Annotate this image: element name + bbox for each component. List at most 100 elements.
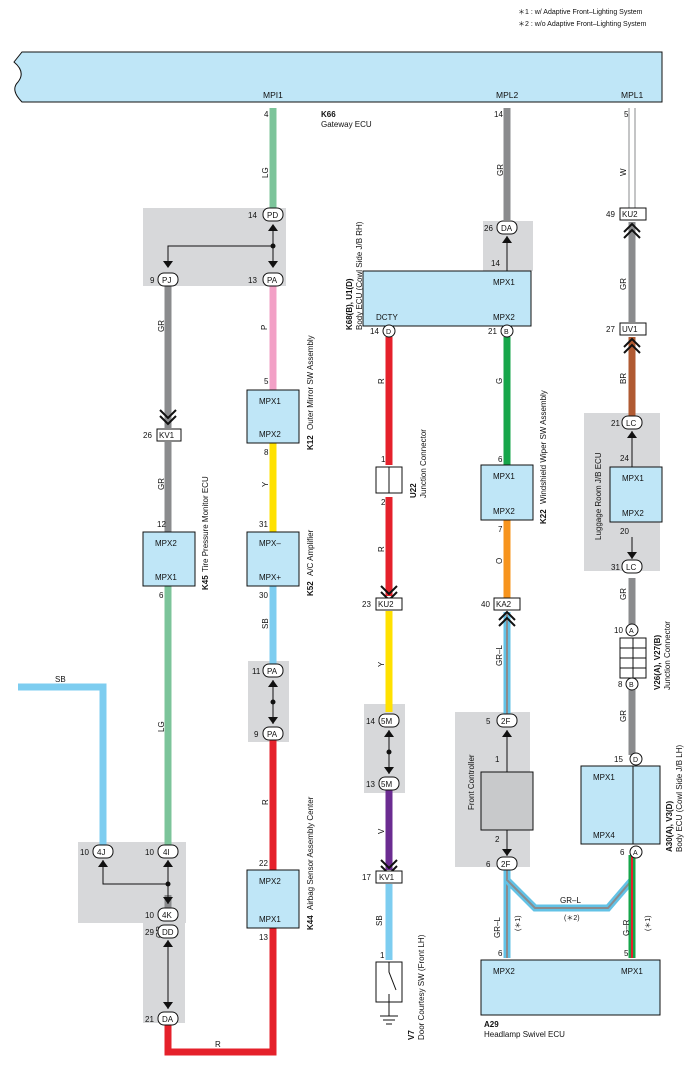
connector-5m-2 xyxy=(378,776,400,791)
wire-label-r4: R xyxy=(215,1040,221,1049)
gateway-pin-num-4: 4 xyxy=(264,110,269,119)
connector-4j xyxy=(92,844,114,859)
connector-2f-bottom-label: 2F xyxy=(501,860,510,869)
wiper-box xyxy=(480,464,534,521)
mirror-code: K12 xyxy=(306,435,315,450)
body-ecu-rh-pin-21: 21 xyxy=(488,327,497,336)
body-ecu-rh-code: K68(B), U1(D) xyxy=(345,278,354,330)
wire-label-sb2: SB xyxy=(375,915,384,926)
wire-label-r1: R xyxy=(261,799,270,805)
tpms-pin-12: 12 xyxy=(157,520,166,529)
v26-name: Junction Connector xyxy=(663,621,672,690)
connector-kv1-left-label: KV1 xyxy=(159,431,175,440)
body-ecu-lh-pin-15: 15 xyxy=(614,755,623,764)
splice-dd-arrows xyxy=(163,940,173,1009)
body-ecu-lh-pin-6: 6 xyxy=(620,848,625,857)
connector-pj-label: PJ xyxy=(162,276,171,285)
gateway-ecu-box xyxy=(13,51,663,103)
pin-10b: 10 xyxy=(145,848,154,857)
v26-grid xyxy=(620,638,646,678)
wiper-code: K22 xyxy=(539,509,548,524)
wire-r-loop xyxy=(164,928,277,1056)
body-ecu-lh-pin-a-label: A xyxy=(633,850,638,857)
wire-label-r3: R xyxy=(377,546,386,552)
connector-lc-bottom xyxy=(621,559,643,574)
tpms-name: Tire Pressure Monitor ECU xyxy=(201,476,210,572)
connector-da-bottom xyxy=(157,1011,179,1026)
wiper-mpx1: MPX1 xyxy=(493,472,515,481)
v26-pin-a xyxy=(625,623,639,637)
pin-29: 29 xyxy=(145,928,154,937)
connector-kv1-mid xyxy=(375,870,403,884)
tpms-pin-6: 6 xyxy=(159,591,164,600)
door-pin-1: 1 xyxy=(380,951,385,960)
connector-ku2-right-label: KU2 xyxy=(622,210,638,219)
ac-code: K52 xyxy=(306,581,315,596)
body-ecu-lh-code: A30(A), V3(D) xyxy=(665,801,674,852)
u22-pin-1: 1 xyxy=(381,455,386,464)
wire-label-grl2: GR–L xyxy=(493,917,502,938)
ac-pin-31: 31 xyxy=(259,520,268,529)
uv1-arrow xyxy=(623,337,641,354)
tpms-mpx1: MPX1 xyxy=(155,573,177,582)
pin-31a: 31 xyxy=(611,563,620,572)
da-top-arrow xyxy=(502,236,512,243)
gateway-pin-mpl2: MPL2 xyxy=(496,90,518,100)
note-1: ＊1 : w/ Adaptive Front–Lighting System xyxy=(518,9,643,16)
connector-ku2-mid-label: KU2 xyxy=(378,600,394,609)
wire-label-sb1: SB xyxy=(261,618,270,629)
body-ecu-rh-pin-b xyxy=(500,324,514,338)
body-ecu-rh-pin-d xyxy=(382,324,396,338)
connector-2f-bottom xyxy=(496,856,518,871)
lc-top-arrow xyxy=(627,431,637,438)
connector-pa-2 xyxy=(262,663,284,678)
body-ecu-rh-pin-14: 14 xyxy=(370,327,379,336)
splice-dot-5m xyxy=(386,749,392,755)
connector-2f-top-label: 2F xyxy=(501,717,510,726)
wire-label-r2: R xyxy=(377,378,386,384)
v26-pin-b xyxy=(625,677,639,691)
ac-name: A/C Amplifier xyxy=(306,529,315,576)
body-ecu-lh-name: Body ECU (Cowl Side J/B LH) xyxy=(675,745,684,852)
ac-pin-30: 30 xyxy=(259,591,268,600)
pin-26b: 26 xyxy=(484,224,493,233)
kv1-left-arrow xyxy=(159,409,177,426)
body-ecu-rh-mpx2: MPX2 xyxy=(493,313,515,322)
body-ecu-rh-name: Body ECU (Cowl Side J/B RH) xyxy=(355,221,364,330)
front-ctrl-name: Front Controller xyxy=(467,754,476,810)
airbag-name: Airbag Sensor Assembly Center xyxy=(306,796,315,910)
connector-5m-1-label: 5M xyxy=(381,717,392,726)
airbag-box xyxy=(246,869,300,929)
door-code: V7 xyxy=(407,1030,416,1040)
splice-dot-4j xyxy=(165,881,171,887)
airbag-mpx1: MPX1 xyxy=(259,915,281,924)
connector-dd xyxy=(157,924,179,939)
airbag-code: K44 xyxy=(306,915,315,930)
connector-lc-top xyxy=(621,415,643,430)
u22-name: Junction Connector xyxy=(419,429,428,498)
pin-17: 17 xyxy=(362,873,371,882)
wire-label-g: G xyxy=(495,378,504,384)
headlamp-code: A29 xyxy=(484,1020,499,1029)
body-ecu-lh-pin-d xyxy=(629,752,643,766)
connector-ka2 xyxy=(493,597,521,611)
wire-label-v: V xyxy=(377,828,386,834)
gateway-pin-mpl1: MPL1 xyxy=(621,90,643,100)
pin-14a: 14 xyxy=(248,211,257,220)
wiper-mpx2: MPX2 xyxy=(493,507,515,516)
pin-21a: 21 xyxy=(611,419,620,428)
connector-da-bottom-label: DA xyxy=(162,1015,174,1024)
front-ctrl-box xyxy=(480,771,534,831)
pin-6a: 6 xyxy=(486,860,491,869)
wire-label-gr3: GR xyxy=(619,278,628,290)
gateway-code: K66 xyxy=(321,110,336,119)
splice-dot-pd xyxy=(270,243,276,249)
headlamp-pin-5: 5 xyxy=(624,949,629,958)
wire-label-gr6: GR xyxy=(619,710,628,722)
connector-da-top xyxy=(496,220,518,235)
front-ctrl-pin-2: 2 xyxy=(495,835,500,844)
wire-label-sb3: SB xyxy=(55,675,66,684)
pin-14b: 14 xyxy=(491,259,500,268)
pin-13b: 13 xyxy=(366,780,375,789)
pin-10a: 10 xyxy=(80,848,89,857)
